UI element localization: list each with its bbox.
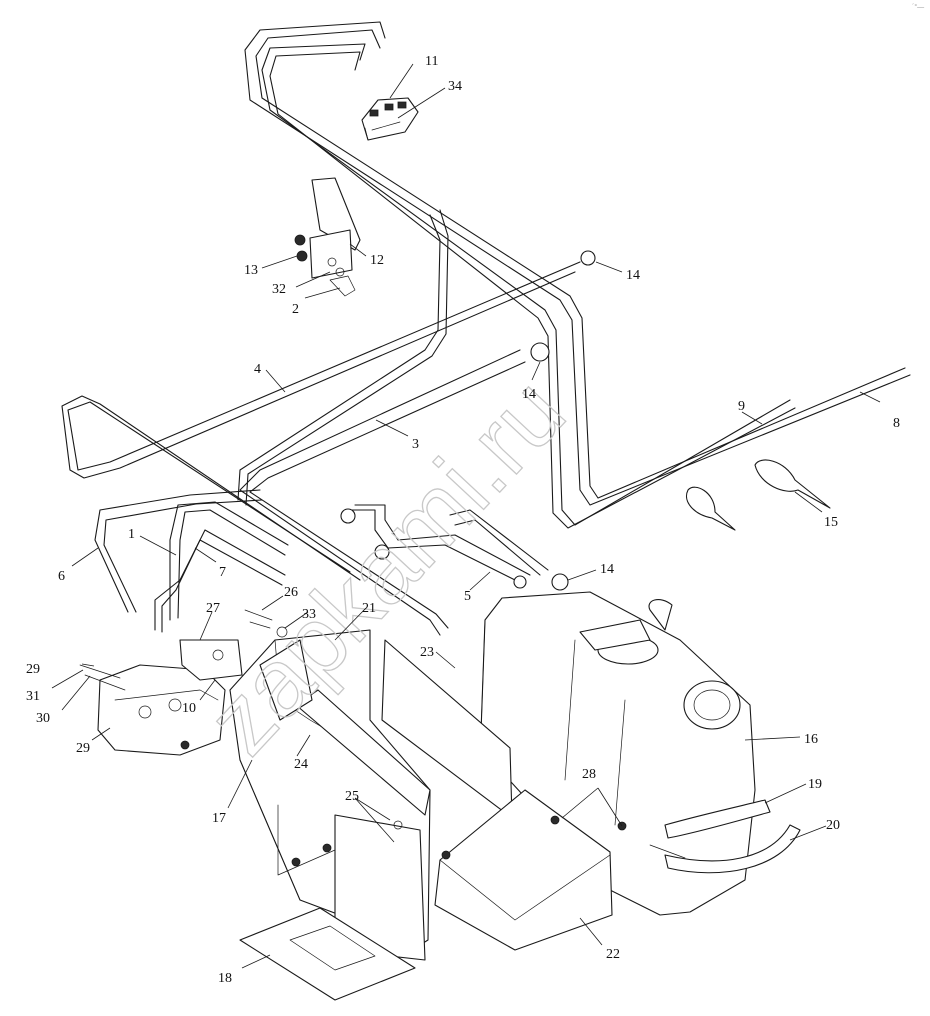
callout-29-top: 32	[272, 282, 286, 297]
callout-19: 19	[808, 777, 822, 792]
callout-4: 4	[254, 362, 261, 377]
pipe-4-a	[67, 261, 581, 573]
pipe-5-a	[344, 509, 526, 586]
callout-1: 1	[128, 527, 135, 542]
callout-12: 12	[370, 253, 384, 268]
pipe-1-b	[161, 539, 283, 633]
cable-ties	[686, 459, 831, 531]
pipe-5c-a	[449, 509, 549, 571]
pipe-upper-c	[261, 43, 791, 526]
callout-30: 29	[76, 741, 90, 756]
tank-straps	[649, 799, 801, 874]
callout-24: 24	[294, 757, 308, 772]
bracket-12	[294, 177, 361, 297]
callout-2: 2	[292, 302, 299, 317]
corner-mark: ´°—	[912, 3, 924, 11]
pipe-center-b	[245, 209, 449, 506]
callout-9: 9	[738, 399, 745, 414]
leader-lines	[51, 63, 881, 969]
pipe-5c-b	[454, 519, 541, 576]
pipe-6-a	[94, 489, 261, 613]
callout-22: 22	[606, 947, 620, 962]
valve-block	[361, 97, 419, 141]
callout-5: 5	[464, 589, 471, 604]
callout-16: 16	[804, 732, 818, 747]
callout-6: 6	[58, 569, 65, 584]
callout-13: 13	[244, 263, 258, 278]
pipe-upper-d	[269, 51, 796, 529]
callout-25: 25	[345, 789, 359, 804]
pipe-upper-b	[255, 29, 906, 499]
pipe-4-b	[61, 271, 576, 581]
callout-11: 11	[425, 54, 438, 69]
callout-7: 7	[219, 565, 226, 580]
pipe-6-b	[103, 499, 263, 613]
callouts: 11 34 12 13 32 2 14 14 14 4 3 9 8 15 16 …	[26, 54, 900, 986]
pipe-3-b	[249, 361, 526, 629]
callout-3: 3	[412, 437, 419, 452]
pipe-center-a	[237, 214, 441, 501]
callout-26: 26	[284, 585, 298, 600]
pipe-1-a	[154, 529, 286, 631]
clamp-parts	[340, 250, 596, 591]
pipe-group	[61, 21, 911, 636]
callout-27: 27	[206, 601, 220, 616]
callout-14-low: 14	[600, 562, 614, 577]
callout-21: 21	[362, 601, 376, 616]
callout-31: 29	[26, 662, 40, 677]
pipe-7-b	[169, 501, 289, 621]
pipe-5-b	[354, 504, 531, 576]
callout-15: 15	[824, 515, 838, 530]
battery-box	[229, 629, 627, 1001]
callout-34: 34	[448, 79, 462, 94]
callout-23: 23	[420, 645, 434, 660]
pump-assembly	[79, 609, 288, 756]
callout-29-mid: 33	[302, 607, 316, 622]
callout-10: 10	[182, 701, 196, 716]
pipe-upper-a	[244, 21, 911, 506]
pipe-3-a	[239, 349, 521, 636]
callout-8: 8	[893, 416, 900, 431]
callout-33: 31	[26, 689, 40, 704]
callout-14-mid: 14	[522, 387, 536, 402]
callout-20: 20	[826, 818, 840, 833]
callout-28: 28	[582, 767, 596, 782]
callout-32: 30	[36, 711, 50, 726]
callout-14-top: 14	[626, 268, 640, 283]
callout-17: 17	[212, 811, 226, 826]
callout-18: 18	[218, 971, 232, 986]
pipe-7-a	[177, 509, 286, 619]
